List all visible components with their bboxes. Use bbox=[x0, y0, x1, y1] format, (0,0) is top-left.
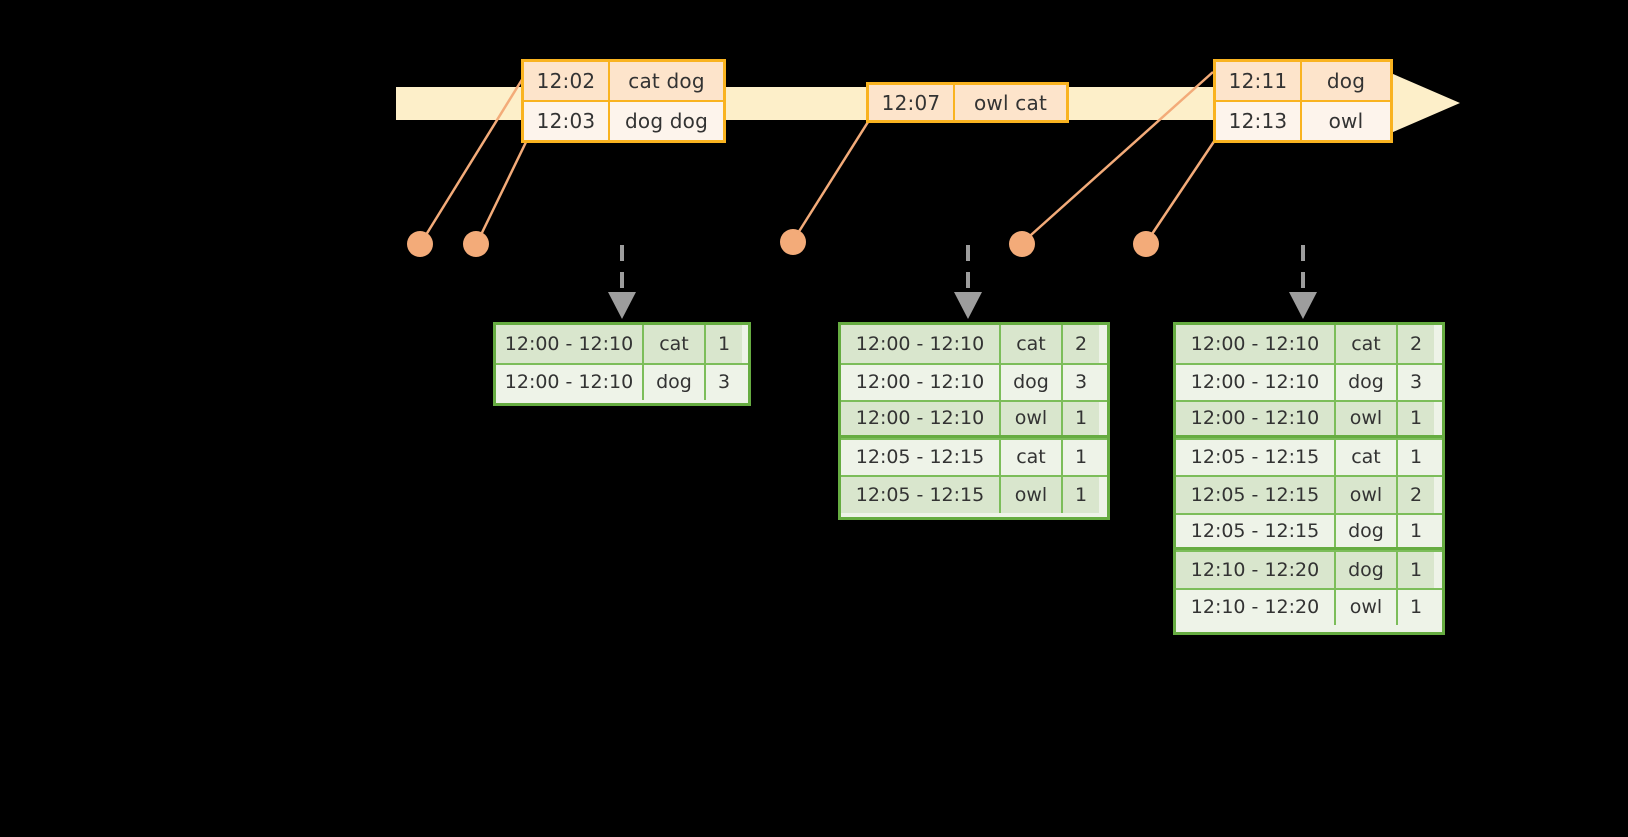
word-cell: owl bbox=[1336, 589, 1398, 625]
flow-arrows bbox=[620, 245, 1305, 295]
table-row[interactable]: 12:00 - 12:10 dog 3 bbox=[1176, 362, 1442, 400]
word-cell: dog bbox=[1001, 364, 1063, 400]
event-time: 12:13 bbox=[1216, 102, 1302, 140]
event-words: owl cat bbox=[955, 85, 1066, 120]
word-cell: cat bbox=[1001, 325, 1063, 363]
word-cell: dog bbox=[1336, 364, 1398, 400]
word-cell: cat bbox=[1336, 439, 1398, 475]
word-cell: cat bbox=[644, 325, 706, 363]
window-cell: 12:05 - 12:15 bbox=[1176, 477, 1336, 513]
flow-arrow-head-2 bbox=[954, 292, 982, 319]
table-row[interactable]: 12:05 - 12:15 owl 2 bbox=[1176, 475, 1442, 513]
word-cell: dog bbox=[1336, 552, 1398, 588]
connector-5 bbox=[1144, 139, 1217, 244]
count-cell: 1 bbox=[1063, 402, 1099, 435]
count-cell: 3 bbox=[706, 364, 742, 400]
event-row[interactable]: 12:13 owl bbox=[1216, 100, 1390, 140]
window-cell: 12:05 - 12:15 bbox=[841, 477, 1001, 513]
word-cell: dog bbox=[1336, 514, 1398, 547]
table-row[interactable]: 12:00 - 12:10 cat 2 bbox=[1176, 325, 1442, 363]
window-cell: 12:00 - 12:10 bbox=[1176, 325, 1336, 363]
table-row[interactable]: 12:00 - 12:10 dog 3 bbox=[841, 362, 1107, 400]
connector-2 bbox=[475, 139, 529, 244]
window-cell: 12:00 - 12:10 bbox=[841, 325, 1001, 363]
window-cell: 12:00 - 12:10 bbox=[841, 402, 1001, 435]
event-dot-5 bbox=[1133, 231, 1159, 257]
count-cell: 1 bbox=[1063, 439, 1099, 475]
event-row[interactable]: 12:07 owl cat bbox=[869, 85, 1066, 120]
window-cell: 12:00 - 12:10 bbox=[496, 325, 644, 363]
word-cell: owl bbox=[1001, 402, 1063, 435]
table-row[interactable]: 12:00 - 12:10 owl 1 bbox=[1176, 400, 1442, 438]
window-cell: 12:00 - 12:10 bbox=[496, 364, 644, 400]
table-row[interactable]: 12:00 - 12:10 owl 1 bbox=[841, 400, 1107, 438]
word-cell: owl bbox=[1336, 477, 1398, 513]
flow-arrow-heads bbox=[608, 292, 1317, 319]
event-box-2[interactable]: 12:07 owl cat bbox=[866, 82, 1069, 123]
count-cell: 1 bbox=[1398, 552, 1434, 588]
event-words: dog bbox=[1302, 62, 1390, 100]
window-cell: 12:00 - 12:10 bbox=[1176, 364, 1336, 400]
count-cell: 1 bbox=[1398, 514, 1434, 547]
event-dot-3 bbox=[780, 229, 806, 255]
event-box-3[interactable]: 12:11 dog 12:13 owl bbox=[1213, 59, 1393, 143]
event-dot-4 bbox=[1009, 231, 1035, 257]
table-row[interactable]: 12:05 - 12:15 cat 1 bbox=[841, 437, 1107, 475]
window-cell: 12:05 - 12:15 bbox=[1176, 439, 1336, 475]
table-row[interactable]: 12:10 - 12:20 dog 1 bbox=[1176, 550, 1442, 588]
flow-arrow-head-1 bbox=[608, 292, 636, 319]
table-row[interactable]: 12:00 - 12:10 cat 1 bbox=[496, 325, 748, 363]
event-dot-1 bbox=[407, 231, 433, 257]
result-table-2[interactable]: 12:00 - 12:10 cat 2 12:00 - 12:10 dog 3 … bbox=[838, 322, 1110, 520]
count-cell: 3 bbox=[1398, 364, 1434, 400]
event-words: owl bbox=[1302, 102, 1390, 140]
event-row[interactable]: 12:03 dog dog bbox=[524, 100, 723, 140]
table-row[interactable]: 12:00 - 12:10 dog 3 bbox=[496, 362, 748, 400]
count-cell: 2 bbox=[1398, 477, 1434, 513]
table-row[interactable]: 12:05 - 12:15 cat 1 bbox=[1176, 437, 1442, 475]
word-cell: cat bbox=[1001, 439, 1063, 475]
result-table-3[interactable]: 12:00 - 12:10 cat 2 12:00 - 12:10 dog 3 … bbox=[1173, 322, 1445, 635]
event-dot-2 bbox=[463, 231, 489, 257]
flow-arrow-head-3 bbox=[1289, 292, 1317, 319]
event-dots bbox=[407, 229, 1159, 257]
table-row[interactable]: 12:00 - 12:10 cat 2 bbox=[841, 325, 1107, 363]
word-cell: owl bbox=[1336, 402, 1398, 435]
event-time: 12:02 bbox=[524, 62, 610, 100]
event-row[interactable]: 12:02 cat dog bbox=[524, 62, 723, 100]
table-row[interactable]: 12:05 - 12:15 owl 1 bbox=[841, 475, 1107, 513]
window-cell: 12:05 - 12:15 bbox=[841, 439, 1001, 475]
event-time: 12:07 bbox=[869, 85, 955, 120]
window-cell: 12:05 - 12:15 bbox=[1176, 514, 1336, 547]
count-cell: 1 bbox=[1398, 402, 1434, 435]
connector-3 bbox=[791, 121, 870, 242]
table-row[interactable]: 12:05 - 12:15 dog 1 bbox=[1176, 512, 1442, 550]
count-cell: 1 bbox=[706, 325, 742, 363]
count-cell: 2 bbox=[1063, 325, 1099, 363]
count-cell: 1 bbox=[1398, 589, 1434, 625]
event-time: 12:11 bbox=[1216, 62, 1302, 100]
word-cell: owl bbox=[1001, 477, 1063, 513]
count-cell: 2 bbox=[1398, 325, 1434, 363]
connector-1 bbox=[419, 77, 525, 244]
event-words: cat dog bbox=[610, 62, 723, 100]
window-cell: 12:10 - 12:20 bbox=[1176, 552, 1336, 588]
count-cell: 1 bbox=[1063, 477, 1099, 513]
event-time: 12:03 bbox=[524, 102, 610, 140]
window-cell: 12:10 - 12:20 bbox=[1176, 589, 1336, 625]
count-cell: 1 bbox=[1398, 439, 1434, 475]
result-table-1[interactable]: 12:00 - 12:10 cat 1 12:00 - 12:10 dog 3 bbox=[493, 322, 751, 406]
event-row[interactable]: 12:11 dog bbox=[1216, 62, 1390, 100]
window-cell: 12:00 - 12:10 bbox=[841, 364, 1001, 400]
event-box-1[interactable]: 12:02 cat dog 12:03 dog dog bbox=[521, 59, 726, 143]
window-cell: 12:00 - 12:10 bbox=[1176, 402, 1336, 435]
event-words: dog dog bbox=[610, 102, 723, 140]
word-cell: cat bbox=[1336, 325, 1398, 363]
count-cell: 3 bbox=[1063, 364, 1099, 400]
table-row[interactable]: 12:10 - 12:20 owl 1 bbox=[1176, 587, 1442, 625]
word-cell: dog bbox=[644, 364, 706, 400]
